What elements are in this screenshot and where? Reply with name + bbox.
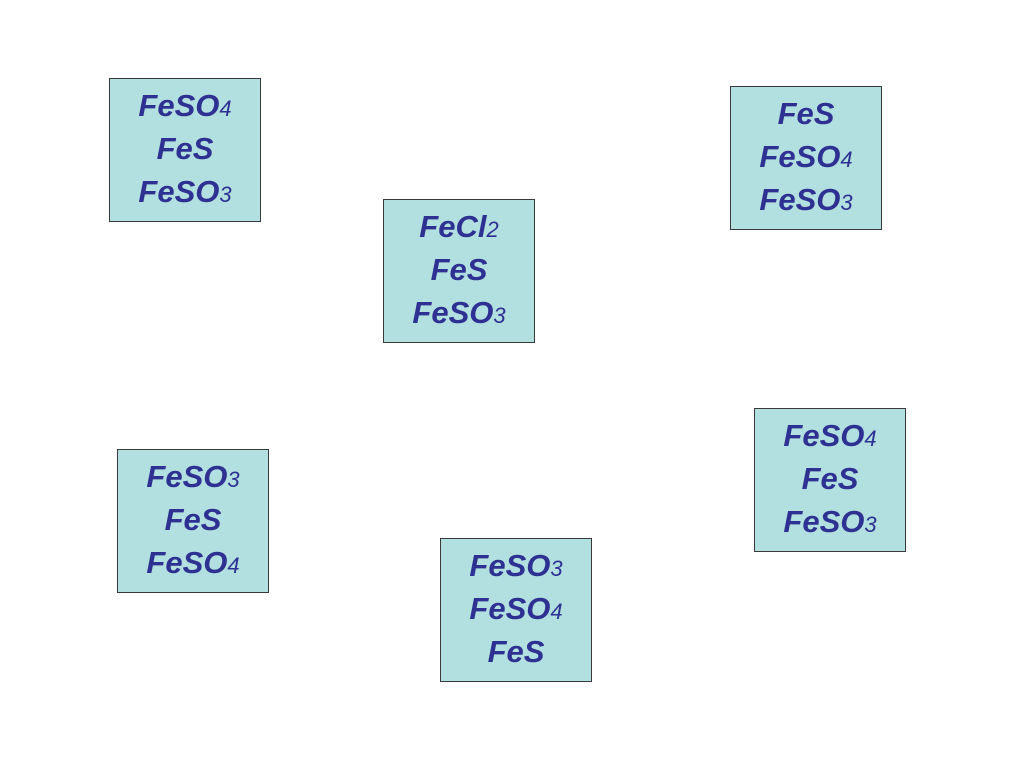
formula-card-1: FeSO4 FeS FeSO3 [109,78,261,222]
formula-line: FeS [430,251,488,287]
formula-line: FeSO4 [138,87,232,123]
formula-line: FeSO3 [469,547,563,583]
formula-line: FeS [801,460,859,496]
formula-line: FeS [156,130,214,166]
formula-line: FeS [487,633,545,669]
formula-line: FeSO4 [783,417,877,453]
formula-line: FeSO4 [759,138,853,174]
formula-line: FeSO3 [138,173,232,209]
formula-line: FeS [164,501,222,537]
formula-line: FeSO3 [412,294,506,330]
formula-line: FeSO3 [783,503,877,539]
formula-line: FeSO3 [146,458,240,494]
formula-card-5: FeSO3 FeSO4 FeS [440,538,592,682]
formula-line: FeSO4 [146,544,240,580]
formula-line: FeSO4 [469,590,563,626]
formula-line: FeS [777,95,835,131]
formula-line: FeSO3 [759,181,853,217]
formula-card-2: FeCl2 FeS FeSO3 [383,199,535,343]
formula-card-3: FeS FeSO4 FeSO3 [730,86,882,230]
formula-card-4: FeSO3 FeS FeSO4 [117,449,269,593]
formula-line: FeCl2 [419,208,499,244]
formula-card-6: FeSO4 FeS FeSO3 [754,408,906,552]
